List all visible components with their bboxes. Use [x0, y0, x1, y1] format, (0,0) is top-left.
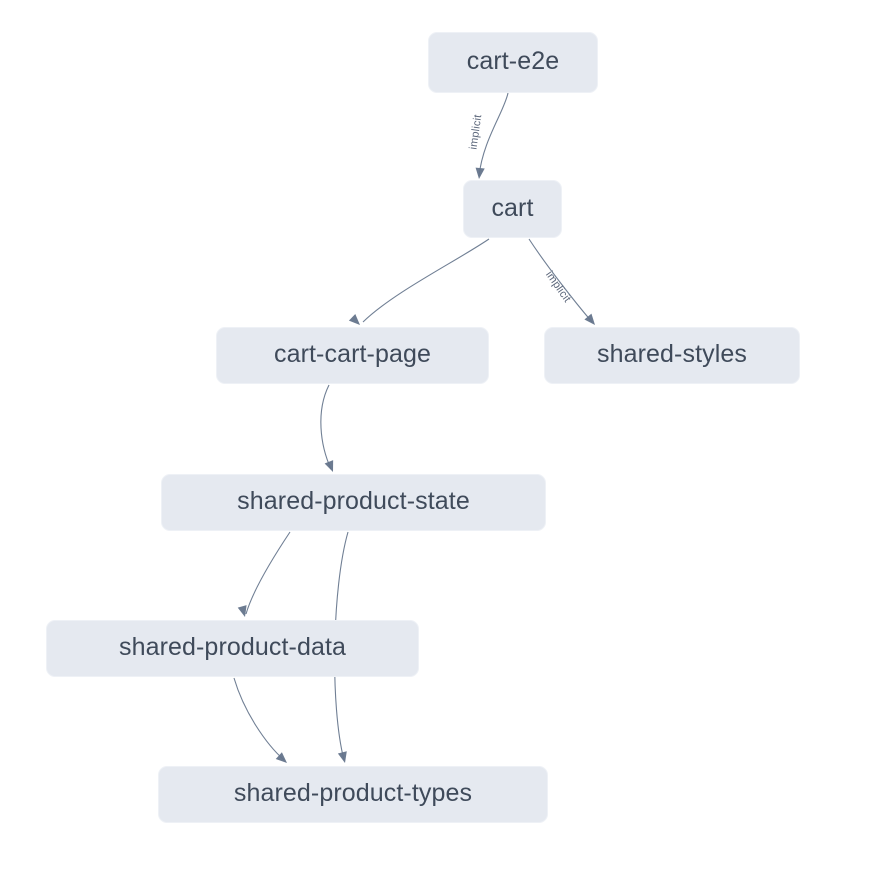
graph-node-shared-product-state[interactable]: shared-product-state	[161, 474, 546, 531]
graph-node-cart-cart-page[interactable]: cart-cart-page	[216, 327, 489, 384]
graph-node-label: shared-product-data	[118, 633, 347, 661]
graph-node-label: shared-product-state	[237, 487, 470, 515]
graph-node-cart-e2e[interactable]: cart-e2e	[428, 32, 598, 93]
graph-node-shared-product-data[interactable]: shared-product-data	[46, 620, 419, 677]
edge-line	[362, 238, 490, 323]
edge-line	[245, 531, 291, 615]
edge-arrowhead	[337, 751, 347, 763]
edge-cart-shared-styles: implicit	[528, 238, 595, 325]
graph-node-label: cart-cart-page	[273, 340, 431, 368]
edge-label: implicit	[543, 269, 573, 305]
graph-node-label: cart	[491, 193, 534, 222]
edge-cart-page-product-state	[320, 384, 334, 472]
edge-arrowhead	[324, 460, 334, 472]
edge-line	[320, 384, 332, 470]
edge-arrowhead	[275, 752, 287, 763]
edge-cart-cart-cart-page	[348, 238, 490, 325]
graph-node-cart[interactable]: cart	[463, 180, 562, 238]
graph-node-label: cart-e2e	[466, 47, 560, 75]
edge-product-state-product-data	[237, 531, 291, 617]
graph-node-label: shared-styles	[597, 340, 747, 368]
edge-line	[478, 92, 509, 177]
edge-product-data-product-types	[233, 677, 287, 763]
edge-cart-e2e-cart: implicit	[468, 92, 509, 179]
edge-line	[528, 238, 593, 323]
graph-node-label: shared-product-types	[233, 779, 473, 807]
graph-node-shared-styles[interactable]: shared-styles	[544, 327, 800, 384]
edge-arrowhead	[475, 167, 485, 179]
edge-arrowhead	[584, 313, 595, 325]
edge-line	[233, 677, 285, 761]
graph-node-shared-product-types[interactable]: shared-product-types	[158, 766, 548, 823]
edge-arrowhead	[237, 605, 247, 617]
edge-label: implicit	[468, 114, 485, 151]
